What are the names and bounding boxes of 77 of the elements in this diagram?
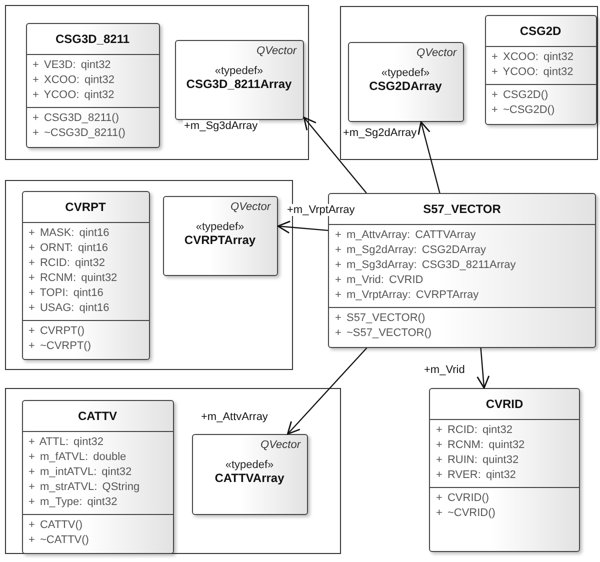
stereotype: «typedef» xyxy=(381,66,430,78)
operation: + S57_VECTOR() xyxy=(335,311,426,326)
class-name: CVRID xyxy=(486,397,524,411)
attribute: + XCOO: qint32 xyxy=(492,50,574,64)
class-box xyxy=(26,22,160,148)
class-box xyxy=(484,14,596,124)
class-name: S57_VECTOR xyxy=(423,202,501,216)
attribute: + ORNT: qint16 xyxy=(28,240,110,256)
operation: + ~CVRID() xyxy=(436,506,496,521)
attribute: + m_Sg3dArray: CSG3D_8211Array xyxy=(335,258,517,273)
attribute: + m_Sg2dArray: CSG2DArray xyxy=(335,243,488,258)
attribute: + RCID: qint32 xyxy=(436,423,514,438)
attribute: + m_fATVL: double xyxy=(28,450,128,464)
typedef-box xyxy=(192,434,308,514)
edge-label: +m_VrptArray xyxy=(286,204,356,216)
stereotype: «typedef» xyxy=(225,458,274,470)
template-name: QVector xyxy=(416,46,456,58)
typedef-name: CATTVArray xyxy=(214,470,284,484)
stereotype: «typedef» xyxy=(196,220,244,232)
typedef-box xyxy=(174,40,304,120)
attribute: + m_AttvArray: CATTVArray xyxy=(335,228,477,243)
association-arrow xyxy=(277,220,328,234)
stereotype: «typedef» xyxy=(214,64,264,76)
operation: + ~S57_VECTOR() xyxy=(335,326,433,341)
attribute: + USAG: qint16 xyxy=(28,300,110,316)
attribute: + TOPI: qint16 xyxy=(28,286,104,300)
association-arrow xyxy=(286,348,368,435)
edge-label: +m_Vrid xyxy=(423,364,466,376)
package-frame xyxy=(5,388,341,554)
attribute: + RVER: qint32 xyxy=(436,468,517,483)
class-box xyxy=(429,388,580,552)
attribute: + RUIN: quint32 xyxy=(436,453,520,468)
operation: + ~CSG3D_8211() xyxy=(32,126,126,140)
class-box xyxy=(22,400,174,554)
attribute: + XCOO: qint32 xyxy=(32,72,116,88)
operation: + ~CATTV() xyxy=(28,532,90,548)
attribute: + m_Type: qint32 xyxy=(28,494,118,510)
operation: + ~CVRPT() xyxy=(28,338,92,354)
operation: + ~CSG2D() xyxy=(492,102,556,118)
association-arrow xyxy=(303,116,367,194)
operation: + CATTV() xyxy=(28,518,84,532)
attribute: + MASK: qint16 xyxy=(28,226,110,240)
attribute: + RCNM: quint32 xyxy=(436,438,526,453)
attribute: + YCOO: qint32 xyxy=(32,88,116,102)
edge-label: +m_AttvArray xyxy=(200,411,269,423)
attribute: + m_intATVL: qint32 xyxy=(28,464,133,480)
attribute: + m_VrptArray: CVRPTArray xyxy=(335,288,480,303)
class-box xyxy=(22,190,150,360)
typedef-name: CSG3D_8211Array xyxy=(186,76,292,90)
attribute: + ATTL: qint32 xyxy=(28,434,105,450)
association-arrow xyxy=(418,121,440,194)
attribute: + YCOO: qint32 xyxy=(492,64,574,80)
typedef-name: CSG2DArray xyxy=(369,78,442,92)
operation: + CSG2D() xyxy=(492,88,550,102)
template-name: QVector xyxy=(230,200,270,212)
typedef-name: CVRPTArray xyxy=(184,232,256,246)
association-arrow xyxy=(476,348,490,389)
edge-label: +m_Sg2dArray xyxy=(342,127,418,139)
operation: + CSG3D_8211() xyxy=(32,110,120,126)
class-name: CVRPT xyxy=(65,200,106,214)
class-name: CATTV xyxy=(78,408,118,422)
package-frame xyxy=(5,5,309,160)
attribute: + RCNM: quint32 xyxy=(28,270,118,286)
package-frame xyxy=(340,6,598,160)
class-name: CSG3D_8211 xyxy=(55,32,130,46)
attribute: + m_Vrid: CVRID xyxy=(335,273,424,288)
edge-label: +m_Sg3dArray xyxy=(183,120,259,132)
template-name: QVector xyxy=(256,44,296,56)
typedef-box xyxy=(348,42,464,122)
attribute: + m_strATVL: QString xyxy=(28,480,141,494)
operation: + CVRID() xyxy=(436,491,490,506)
attribute: + RCID: qint32 xyxy=(28,256,106,270)
typedef-box xyxy=(162,196,278,276)
attribute: + VE3D: qint32 xyxy=(32,58,112,72)
class-name: CSG2D xyxy=(520,24,562,38)
operation: + CVRPT() xyxy=(28,324,86,338)
template-name: QVector xyxy=(260,438,300,450)
